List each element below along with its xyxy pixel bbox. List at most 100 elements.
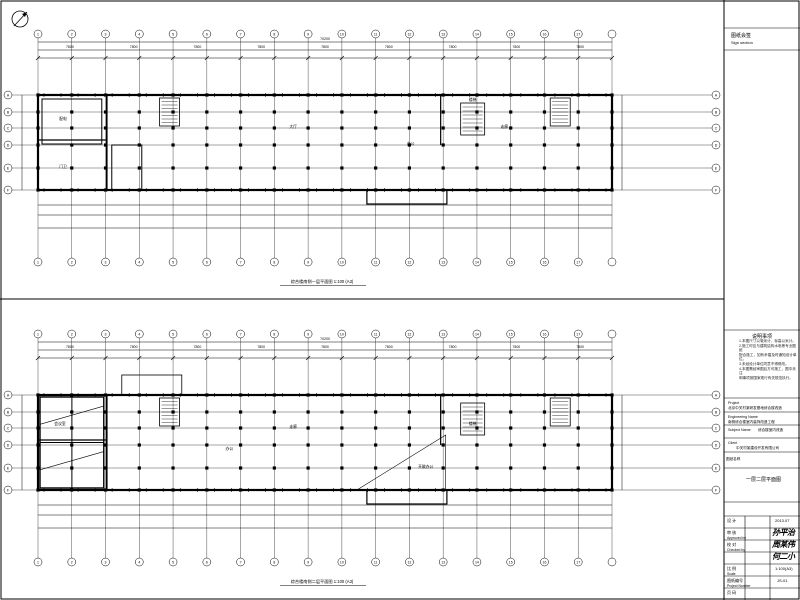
structural-column <box>610 126 614 130</box>
dimension-tick <box>69 55 74 61</box>
axis-bubble-label: 3 <box>105 33 107 37</box>
structural-column <box>475 93 479 97</box>
axis-bubble-label: 17 <box>576 261 580 265</box>
room-label: 开敞办公 <box>418 464 433 469</box>
structural-column <box>272 466 276 470</box>
north-arrow-icon <box>11 10 29 28</box>
structural-column <box>103 393 108 397</box>
structural-column <box>306 410 310 414</box>
tb-row-value: JS-01 <box>777 578 788 583</box>
structural-column <box>272 443 276 447</box>
room <box>111 144 143 191</box>
axis-bubble <box>67 329 77 339</box>
structural-column <box>238 426 243 430</box>
room-label: 会议室 <box>54 421 66 426</box>
structural-column <box>205 426 209 430</box>
dimension-tick <box>407 55 412 61</box>
structural-column <box>610 188 614 192</box>
axis-bubble-label: 13 <box>441 261 445 265</box>
axis-bubble <box>236 557 245 567</box>
dimension-tick <box>407 355 412 361</box>
axis-bubble-label: C <box>715 427 718 431</box>
axis-bubble <box>337 557 347 567</box>
axis-bubble <box>573 329 583 339</box>
structural-column <box>576 426 580 430</box>
axis-bubble <box>101 29 110 39</box>
axis-bubble <box>202 557 212 567</box>
structural-column <box>610 426 614 430</box>
plan-title: 综合楼南侧二层平面图 1:100 (A3) <box>291 578 354 585</box>
axis-bubble-label: 8 <box>273 33 275 37</box>
axis-bubble-label: E <box>715 467 718 471</box>
axis-bubble-label: 16 <box>543 33 547 37</box>
axis-bubble-label: 16 <box>543 333 547 337</box>
axis-bubble <box>3 163 13 173</box>
structural-column <box>36 410 40 414</box>
axis-bubble-label: 13 <box>441 561 445 565</box>
axis-bubble <box>573 257 583 267</box>
axis-bubble <box>202 29 212 39</box>
axis-bubble <box>337 329 347 339</box>
structural-column <box>610 410 614 414</box>
axis-bubble-label: 17 <box>576 333 580 337</box>
structural-column <box>407 143 412 147</box>
axis-bubble-label: 7 <box>240 561 242 565</box>
axis-bubble <box>33 257 43 267</box>
axis-bubble-label: 8 <box>273 561 275 565</box>
axis-bubble <box>438 557 448 567</box>
axis-bubble <box>711 440 721 450</box>
structural-column <box>205 393 209 397</box>
axis-bubble <box>3 185 13 195</box>
axis-bubble <box>711 107 721 117</box>
structural-column <box>610 443 614 447</box>
axis-bubble-label: 12 <box>407 333 411 337</box>
structural-column <box>103 488 108 492</box>
axis-bubble-label: F <box>7 489 9 493</box>
structural-column <box>407 466 412 470</box>
project-label: Project <box>728 401 740 405</box>
structural-column <box>509 443 513 447</box>
axis-bubble <box>33 557 43 567</box>
axis-bubble-label: 15 <box>509 561 513 565</box>
axis-bubble-label: 15 <box>509 333 513 337</box>
axis-bubble-label: 14 <box>475 333 479 337</box>
structural-column <box>475 143 479 147</box>
axis-bubble <box>303 257 313 267</box>
dimension-tick <box>204 355 210 361</box>
structural-column <box>576 166 580 170</box>
axis-bubble-label: 4 <box>138 261 140 265</box>
structural-column <box>205 126 209 130</box>
structural-column <box>137 110 141 114</box>
note-line: 1.本图尺寸以毫米计，标高以米计。 <box>739 339 796 343</box>
dimension-tick <box>474 355 480 361</box>
axis-bubble-label: B <box>7 411 10 415</box>
room-label: 走廊 <box>501 124 509 129</box>
structural-column <box>272 166 276 170</box>
axis-bubble-label: 2 <box>71 261 73 265</box>
structural-column <box>272 93 276 97</box>
structural-column <box>36 166 40 170</box>
room-label: 配电 <box>59 116 67 121</box>
structural-column <box>272 410 276 414</box>
notes-title: 说明事项 <box>752 334 773 340</box>
structural-column <box>340 410 344 414</box>
structural-column <box>441 443 445 447</box>
sign-section-subtitle: Sign section <box>731 40 753 45</box>
axis-bubble <box>337 29 347 39</box>
structural-column <box>407 110 412 114</box>
axis-bubble-label: 14 <box>475 33 479 37</box>
axis-bubble-label: 10 <box>340 333 344 337</box>
axis-bubble-label: 10 <box>340 33 344 37</box>
axis-bubble-label: 16 <box>543 261 547 265</box>
structural-column <box>475 426 479 430</box>
axis-bubble-label: 3 <box>105 261 107 265</box>
dimension-tick <box>103 355 108 361</box>
tb-row-value: 2013.07 <box>775 518 790 523</box>
axis-bubble-label: A <box>7 94 10 98</box>
axis-bubble <box>711 463 721 473</box>
axis-bubble-label: E <box>715 167 718 171</box>
structural-column <box>576 410 580 414</box>
dimension-value: 7800 <box>257 45 265 49</box>
axis-bubble <box>3 107 13 117</box>
